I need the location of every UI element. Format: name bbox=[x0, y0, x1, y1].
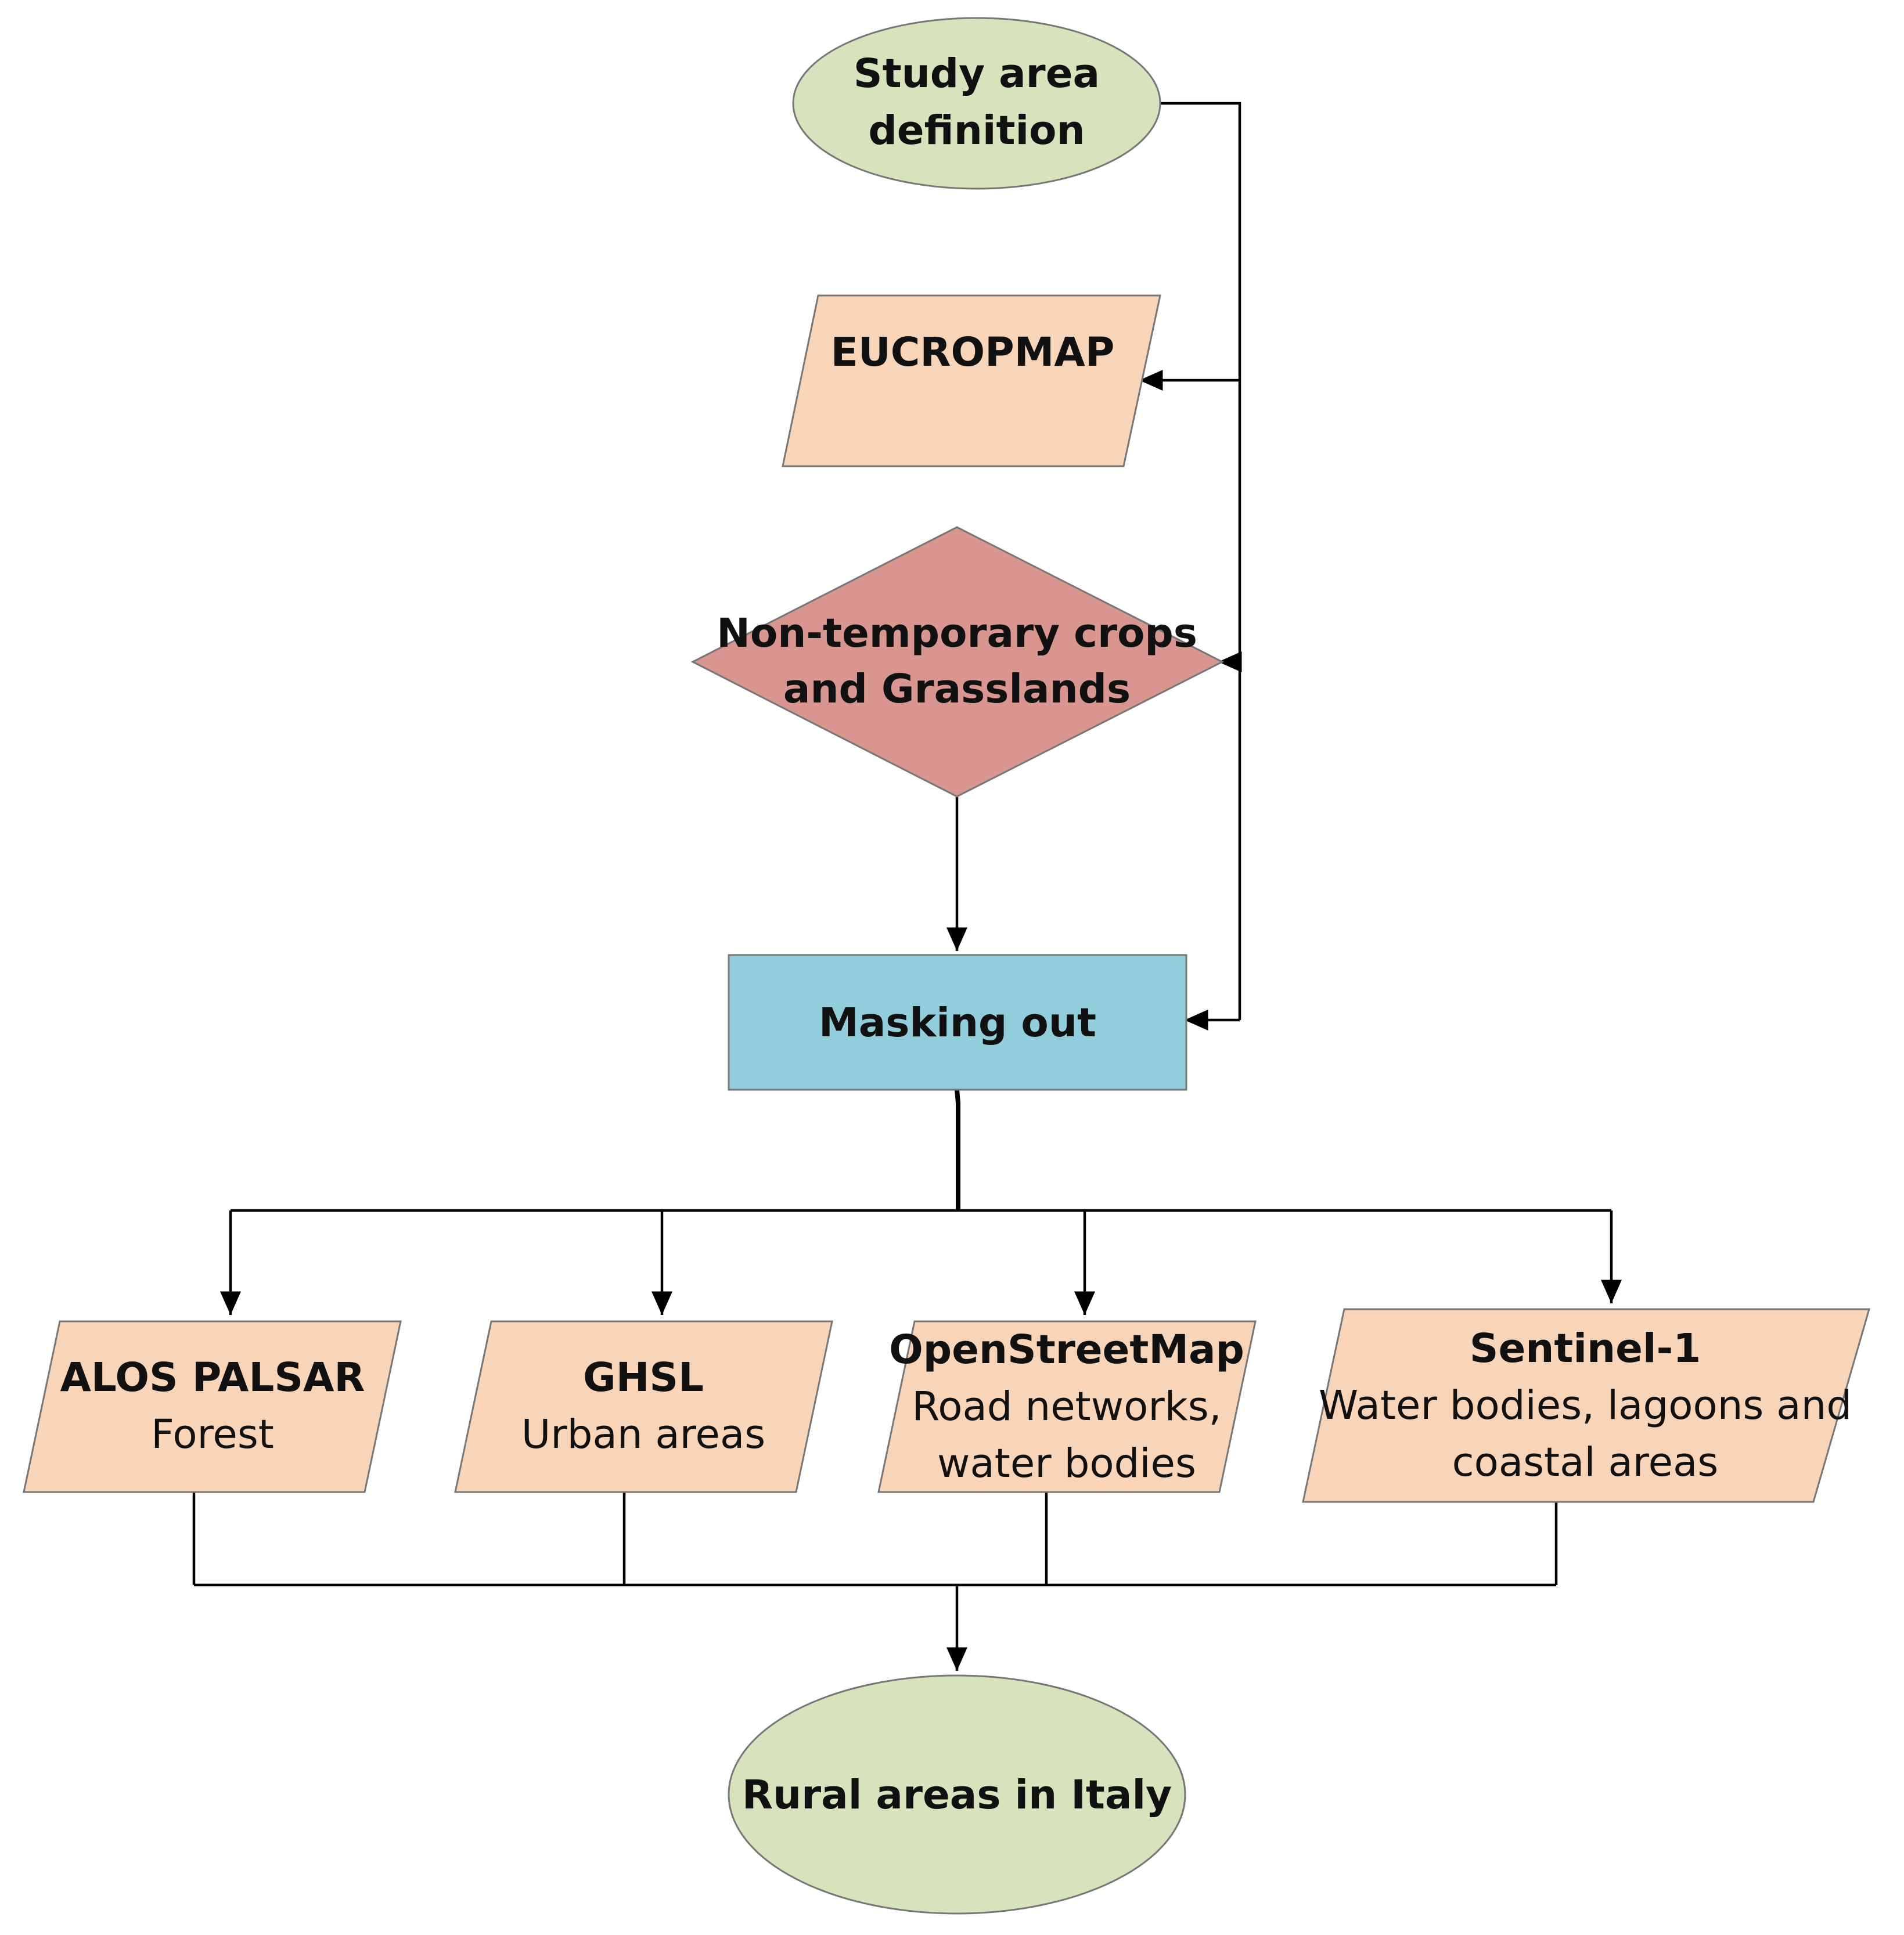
sentinel-line2: coastal areas bbox=[1452, 1439, 1719, 1486]
node-sentinel: Sentinel-1 Water bodies, lagoons and coa… bbox=[1302, 1308, 1870, 1503]
decision-label-line1: Non-temporary crops bbox=[717, 610, 1197, 657]
sentinel-shape bbox=[1302, 1308, 1870, 1503]
study-area-ellipse bbox=[792, 17, 1161, 190]
sentinel-title: Sentinel-1 bbox=[1470, 1325, 1701, 1372]
rural-ellipse bbox=[728, 1674, 1186, 1915]
alos-title: ALOS PALSAR bbox=[60, 1354, 365, 1401]
connectors bbox=[192, 102, 1622, 1671]
decision-label-line2: and Grasslands bbox=[783, 666, 1131, 712]
osm-shape bbox=[877, 1320, 1257, 1493]
ghsl-title: GHSL bbox=[583, 1354, 704, 1401]
node-osm: OpenStreetMap Road networks, water bodie… bbox=[877, 1320, 1257, 1493]
masking-rect bbox=[728, 954, 1187, 1091]
osm-title: OpenStreetMap bbox=[889, 1327, 1244, 1373]
decision-diamond bbox=[690, 526, 1225, 798]
node-rural: Rural areas in Italy bbox=[728, 1674, 1186, 1915]
alos-subtitle: Forest bbox=[151, 1411, 274, 1458]
ghsl-subtitle: Urban areas bbox=[521, 1411, 765, 1458]
connector-masking-to-split bbox=[955, 1089, 960, 1210]
alos-shape bbox=[23, 1320, 402, 1493]
ghsl-shape bbox=[454, 1320, 833, 1493]
masking-label: Masking out bbox=[819, 1000, 1096, 1046]
node-alos: ALOS PALSAR Forest bbox=[23, 1320, 402, 1493]
node-study-area: Study area definition bbox=[792, 17, 1161, 190]
sentinel-line1: Water bodies, lagoons and bbox=[1319, 1382, 1852, 1429]
study-area-label-line2: definition bbox=[868, 107, 1085, 154]
eucropmap-label: EUCROPMAP bbox=[831, 329, 1115, 376]
study-area-label-line1: Study area bbox=[854, 51, 1100, 97]
node-ghsl: GHSL Urban areas bbox=[454, 1320, 833, 1493]
osm-line1: Road networks, bbox=[912, 1383, 1221, 1430]
eucropmap-shape bbox=[782, 294, 1161, 467]
rural-label: Rural areas in Italy bbox=[742, 1772, 1172, 1818]
connector-study-to-bus bbox=[1156, 102, 1241, 1020]
node-decision: Non-temporary crops and Grasslands bbox=[690, 526, 1225, 798]
node-masking: Masking out bbox=[728, 954, 1187, 1091]
osm-line2: water bodies bbox=[937, 1440, 1196, 1487]
node-eucropmap: EUCROPMAP bbox=[782, 294, 1161, 467]
